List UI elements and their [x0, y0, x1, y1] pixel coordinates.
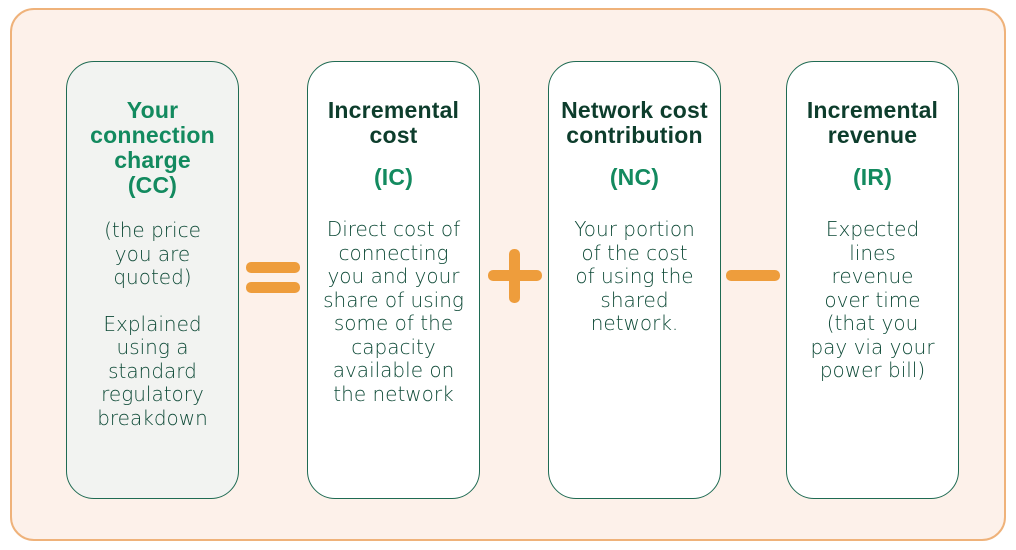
- card-body: Direct cost of connecting you and your s…: [312, 217, 475, 406]
- plus-icon: [509, 249, 520, 303]
- body-text: (the price you are quoted): [104, 218, 201, 289]
- card-title: Network cost contribution (NC): [549, 98, 720, 190]
- body-text: Your portion of the cost of using the sh…: [574, 217, 695, 335]
- card-incremental-revenue: Incremental revenue (IR) Expected lines …: [786, 61, 959, 499]
- abbreviation: (IR): [852, 164, 893, 190]
- body-text: Direct cost of connecting you and your s…: [323, 217, 464, 406]
- abbreviation: (NC): [609, 164, 660, 190]
- card-body: Expected lines revenue over time (that y…: [791, 217, 954, 383]
- title-text: Your connection charge: [90, 97, 215, 173]
- card-body: Your portion of the cost of using the sh…: [553, 217, 716, 336]
- card-title: Your connection charge (CC): [67, 98, 238, 198]
- equals-icon: [246, 262, 300, 273]
- minus-icon: [726, 270, 780, 281]
- title-text: Incremental revenue: [806, 97, 939, 148]
- body-text: Explained using a standard regulatory br…: [97, 311, 208, 430]
- abbreviation: (IC): [373, 164, 414, 190]
- title-text: Incremental cost: [327, 97, 460, 148]
- equals-icon: [246, 282, 300, 293]
- abbreviation: (CC): [127, 172, 178, 198]
- title-text: Network cost contribution: [561, 97, 708, 148]
- card-network-cost-contribution: Network cost contribution (NC) Your port…: [548, 61, 721, 499]
- card-title: Incremental revenue (IR): [787, 98, 958, 190]
- card-incremental-cost: Incremental cost (IC) Direct cost of con…: [307, 61, 480, 499]
- card-body: (the price you are quoted) Explained usi…: [71, 218, 234, 430]
- card-title: Incremental cost (IC): [308, 98, 479, 190]
- card-connection-charge: Your connection charge (CC) (the price y…: [66, 61, 239, 499]
- body-text: Expected lines revenue over time (that y…: [810, 217, 935, 382]
